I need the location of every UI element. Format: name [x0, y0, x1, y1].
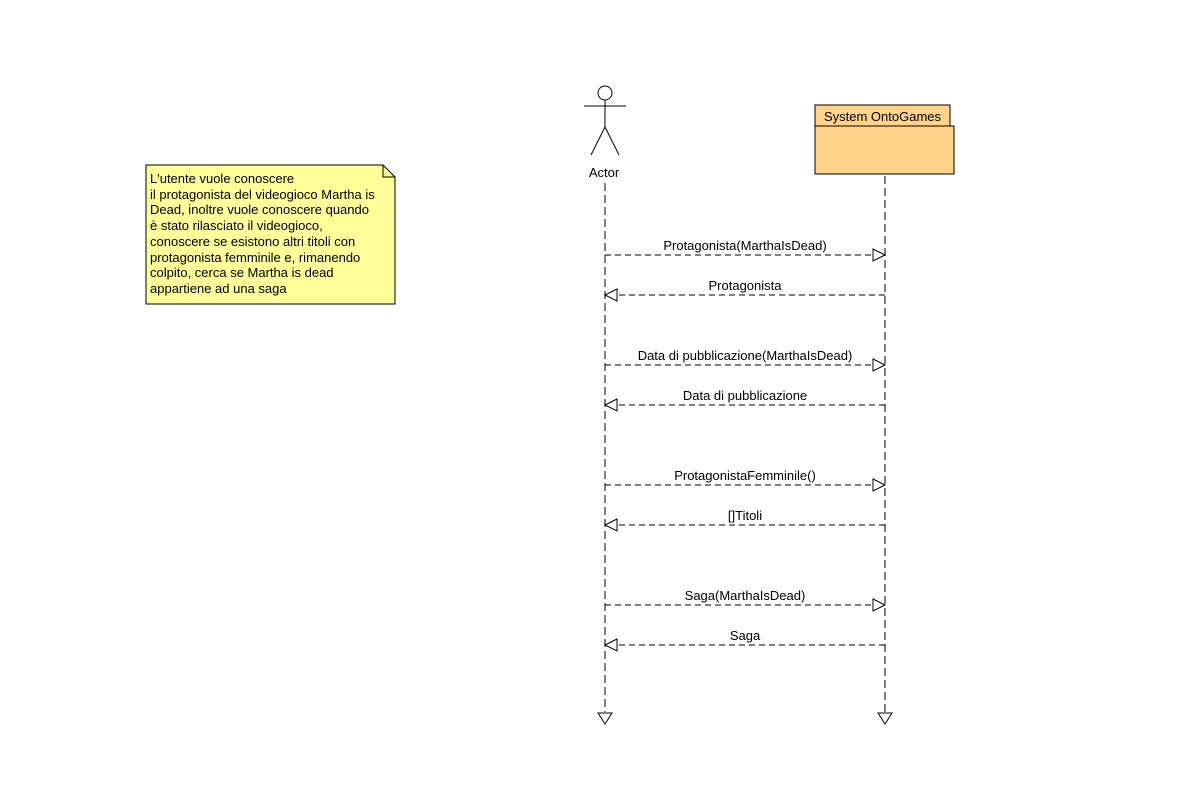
- message[interactable]: Saga(MarthaIsDead): [605, 588, 887, 612]
- actor-name: Actor: [589, 165, 620, 180]
- note-line: conoscere se esistono altri titoli con: [150, 233, 356, 249]
- message-label: []Titoli: [728, 508, 762, 523]
- message[interactable]: Data di pubblicazione: [603, 388, 885, 412]
- message-label: Protagonista: [709, 278, 783, 293]
- note[interactable]: [145, 164, 396, 305]
- note-line: appartiene ad una saga: [150, 280, 287, 296]
- message[interactable]: Protagonista(MarthaIsDead): [605, 238, 887, 262]
- message-label: Saga(MarthaIsDead): [685, 588, 806, 603]
- message-arrowhead-icon: [603, 398, 618, 412]
- message[interactable]: Data di pubblicazione(MarthaIsDead): [605, 348, 887, 372]
- note-line: è stato rilasciato il videogioco,: [150, 218, 323, 234]
- message[interactable]: ProtagonistaFemminile(): [605, 468, 887, 492]
- message-arrowhead-icon: [872, 478, 887, 492]
- note-line: Dead, inoltre vuole conoscere quando: [150, 202, 369, 218]
- note-shape: [145, 164, 396, 305]
- note-line: colpito, cerca se Martha is dead: [150, 265, 334, 281]
- actor-left-leg: [590, 126, 606, 156]
- message-arrowhead-icon: [872, 598, 887, 612]
- system-lifeline-end-icon: [877, 712, 893, 725]
- actor[interactable]: Actor: [584, 85, 626, 180]
- actor-head-icon: [597, 85, 613, 101]
- note-line: L'utente vuole conoscere: [150, 171, 295, 186]
- message-label: Saga: [730, 628, 761, 643]
- message[interactable]: []Titoli: [603, 508, 885, 532]
- message-arrowhead-icon: [603, 288, 618, 302]
- message-arrowhead-icon: [603, 638, 618, 652]
- message-label: Data di pubblicazione(MarthaIsDead): [638, 348, 853, 363]
- system-lifeline-header[interactable]: System OntoGames: [814, 104, 955, 175]
- messages: Protagonista(MarthaIsDead) ProtagonistaDa…: [603, 238, 887, 652]
- message-label: ProtagonistaFemminile(): [674, 468, 816, 483]
- message-label: Data di pubblicazione: [683, 388, 807, 403]
- actor-right-leg: [604, 126, 620, 156]
- system-box: [814, 125, 955, 175]
- message[interactable]: Protagonista: [603, 278, 885, 302]
- message-arrowhead-icon: [603, 518, 618, 532]
- message-arrowhead-icon: [872, 248, 887, 262]
- note-line: il protagonista del videogioco Martha is: [150, 186, 375, 202]
- message-arrowhead-icon: [872, 358, 887, 372]
- message[interactable]: Saga: [603, 628, 885, 652]
- note-line: protagonista femminile e, rimanendo: [150, 249, 361, 265]
- actor-lifeline-end-icon: [597, 712, 613, 725]
- message-label: Protagonista(MarthaIsDead): [663, 238, 826, 253]
- note-fold: [382, 165, 395, 178]
- system-name: System OntoGames: [824, 109, 942, 124]
